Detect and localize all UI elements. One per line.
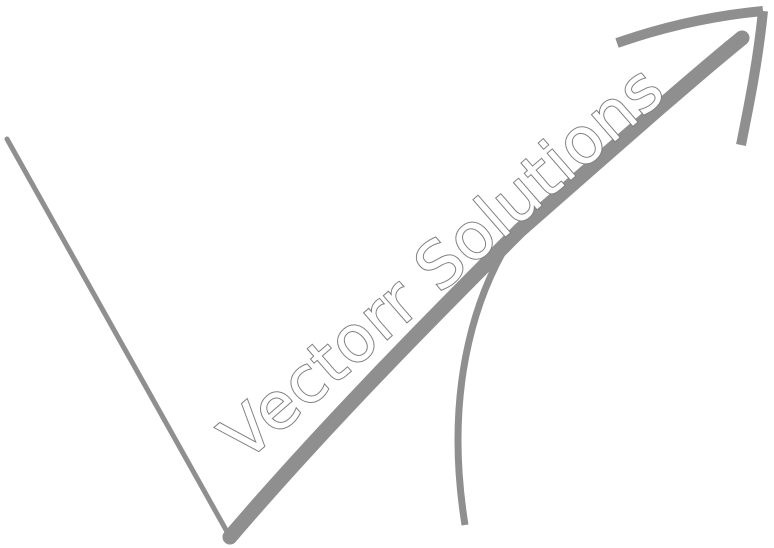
logo-arrowhead-top	[615, 6, 764, 48]
logo-wordmark: Vectorr Solutions	[207, 51, 679, 475]
logo-arrowhead-right	[736, 10, 768, 146]
logo-v-left-stroke	[4, 136, 233, 540]
logo-arrow-tail	[454, 230, 518, 526]
